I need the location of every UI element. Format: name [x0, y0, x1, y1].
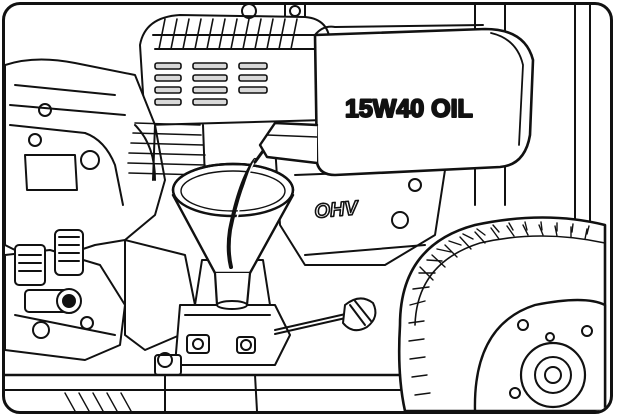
- oil-bottle-label: 15W40 OIL: [345, 95, 473, 123]
- cylinder-fins: [127, 122, 206, 181]
- oil-funnel: [171, 158, 295, 310]
- oil-bottle: 15W40 OIL: [253, 24, 535, 177]
- engine-air-cleaner: [139, 5, 331, 126]
- oil-dipstick: [274, 297, 377, 335]
- illustration-frame: OHV 15W40 OIL: [2, 2, 613, 414]
- pressure-pump: [5, 229, 126, 361]
- engine-oil-fill-illustration: OHV 15W40 OIL: [5, 5, 607, 411]
- engine-crankcase: [5, 58, 166, 256]
- base-skid: [5, 373, 402, 411]
- wheel: [397, 216, 607, 411]
- ohv-badge: OHV: [314, 197, 361, 223]
